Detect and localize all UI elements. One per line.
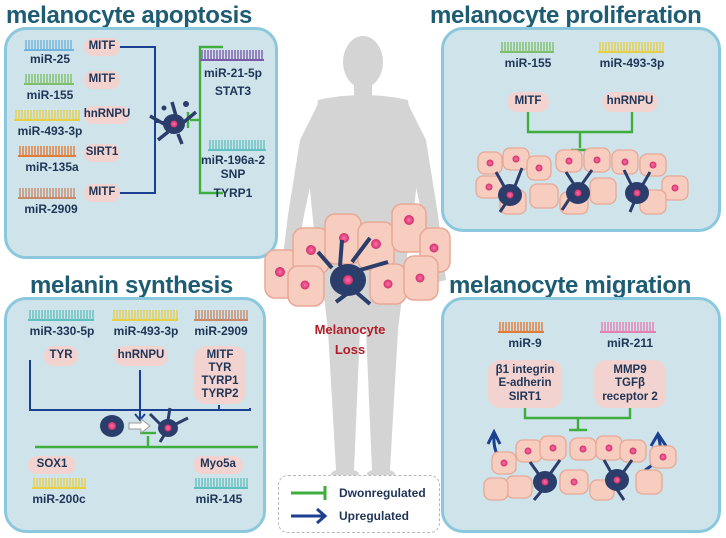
synthesis-melanocytes (100, 407, 189, 443)
apoptosis-target-3: hnRNPU (84, 106, 130, 124)
legend-downregulated: Dwonregulated (339, 486, 426, 500)
mirna-hairpin-icon (194, 478, 248, 489)
mirna-hairpin-icon (500, 42, 554, 53)
central-melanocyte (316, 236, 389, 306)
title-proliferation: melanocyte proliferation (430, 2, 702, 29)
apoptosis-target-6: STAT3 (214, 84, 252, 98)
migration-mirna-2: miR-211 (606, 336, 654, 350)
synthesis-mirna-1: miR-330-5p (29, 324, 95, 338)
synthesis-target-2: hnRNPU (114, 346, 168, 366)
panel-apoptosis (4, 27, 278, 259)
apoptosis-mirna-5: miR-2909 (24, 202, 78, 216)
apoptosis-target-1: MITF (84, 38, 120, 56)
title-migration: melanocyte migration (449, 272, 692, 299)
migration-cells (483, 435, 677, 501)
mirna-hairpin-icon (600, 322, 656, 333)
mirna-hairpin-icon (498, 322, 544, 333)
apoptosis-mirna-7: miR-196a-2 SNP (200, 153, 266, 181)
mirna-hairpin-icon (18, 146, 76, 157)
synthesis-mirna-2: miR-493-3p (113, 324, 179, 338)
synthesis-target-5: Myo5a (193, 456, 243, 474)
proliferation-target-2: hnRNPU (602, 92, 658, 112)
mirna-hairpin-icon (194, 310, 248, 321)
synthesis-target-4: SOX1 (28, 456, 76, 474)
mirna-hairpin-icon (208, 140, 266, 151)
mirna-hairpin-icon (112, 310, 178, 321)
mirna-hairpin-icon (32, 478, 86, 489)
apoptosis-mirna-2: miR-155 (26, 88, 74, 102)
apoptosis-mirna-1: miR-25 (29, 52, 70, 66)
migration-target-1: β1 integrin E-adherin SIRT1 (488, 360, 562, 408)
arrow-icon (291, 507, 328, 525)
proliferation-target-1: MITF (507, 92, 549, 112)
mirna-hairpin-icon (14, 110, 80, 121)
apoptosis-mirna-4: miR-135a (25, 160, 79, 174)
title-apoptosis: melanocyte apoptosis (6, 2, 253, 29)
mirna-hairpin-icon (598, 42, 664, 53)
legend-upregulated: Upregulated (339, 509, 410, 523)
proliferation-mirna-1: miR-155 (504, 56, 552, 70)
apoptotic-melanocyte (149, 101, 198, 145)
melanocyte-loss-label: Melanocyte Loss (290, 320, 410, 359)
apoptosis-mirna-3: miR-493-3p (17, 124, 83, 138)
loss-line-2: Loss (334, 341, 366, 357)
mirna-hairpin-icon (200, 50, 264, 61)
mirna-hairpin-icon (28, 310, 94, 321)
legend: Dwonregulated Upregulated (278, 475, 440, 533)
apoptosis-target-7: TYRP1 (213, 186, 253, 200)
synthesis-mirna-4: miR-200c (32, 492, 86, 506)
legend-symbols (291, 486, 328, 525)
apoptosis-target-4: SIRT1 (84, 144, 120, 162)
loss-line-1: Melanocyte (314, 322, 386, 337)
apoptosis-mirna-6: miR-21-5p (203, 66, 262, 80)
mirna-hairpin-icon (18, 188, 76, 199)
synthesis-mirna-5: miR-145 (195, 492, 243, 506)
apoptosis-target-2: MITF (84, 71, 120, 89)
mirna-hairpin-icon (24, 74, 74, 85)
proliferation-mirna-2: miR-493-3p (599, 56, 665, 70)
synthesis-mirna-3: miR-2909 (194, 324, 248, 338)
apoptosis-target-5: MITF (84, 184, 120, 202)
synthesis-target-3: MITF TYR TYRP1 TYRP2 (194, 346, 246, 404)
migration-target-2: MMP9 TGFβ receptor 2 (594, 360, 666, 408)
proliferation-cells (475, 147, 689, 215)
title-synthesis: melanin synthesis (30, 272, 233, 299)
mirna-hairpin-icon (24, 40, 74, 51)
migration-mirna-1: miR-9 (508, 336, 542, 350)
inhibition-icon (291, 486, 327, 500)
synthesis-target-1: TYR (44, 346, 78, 366)
